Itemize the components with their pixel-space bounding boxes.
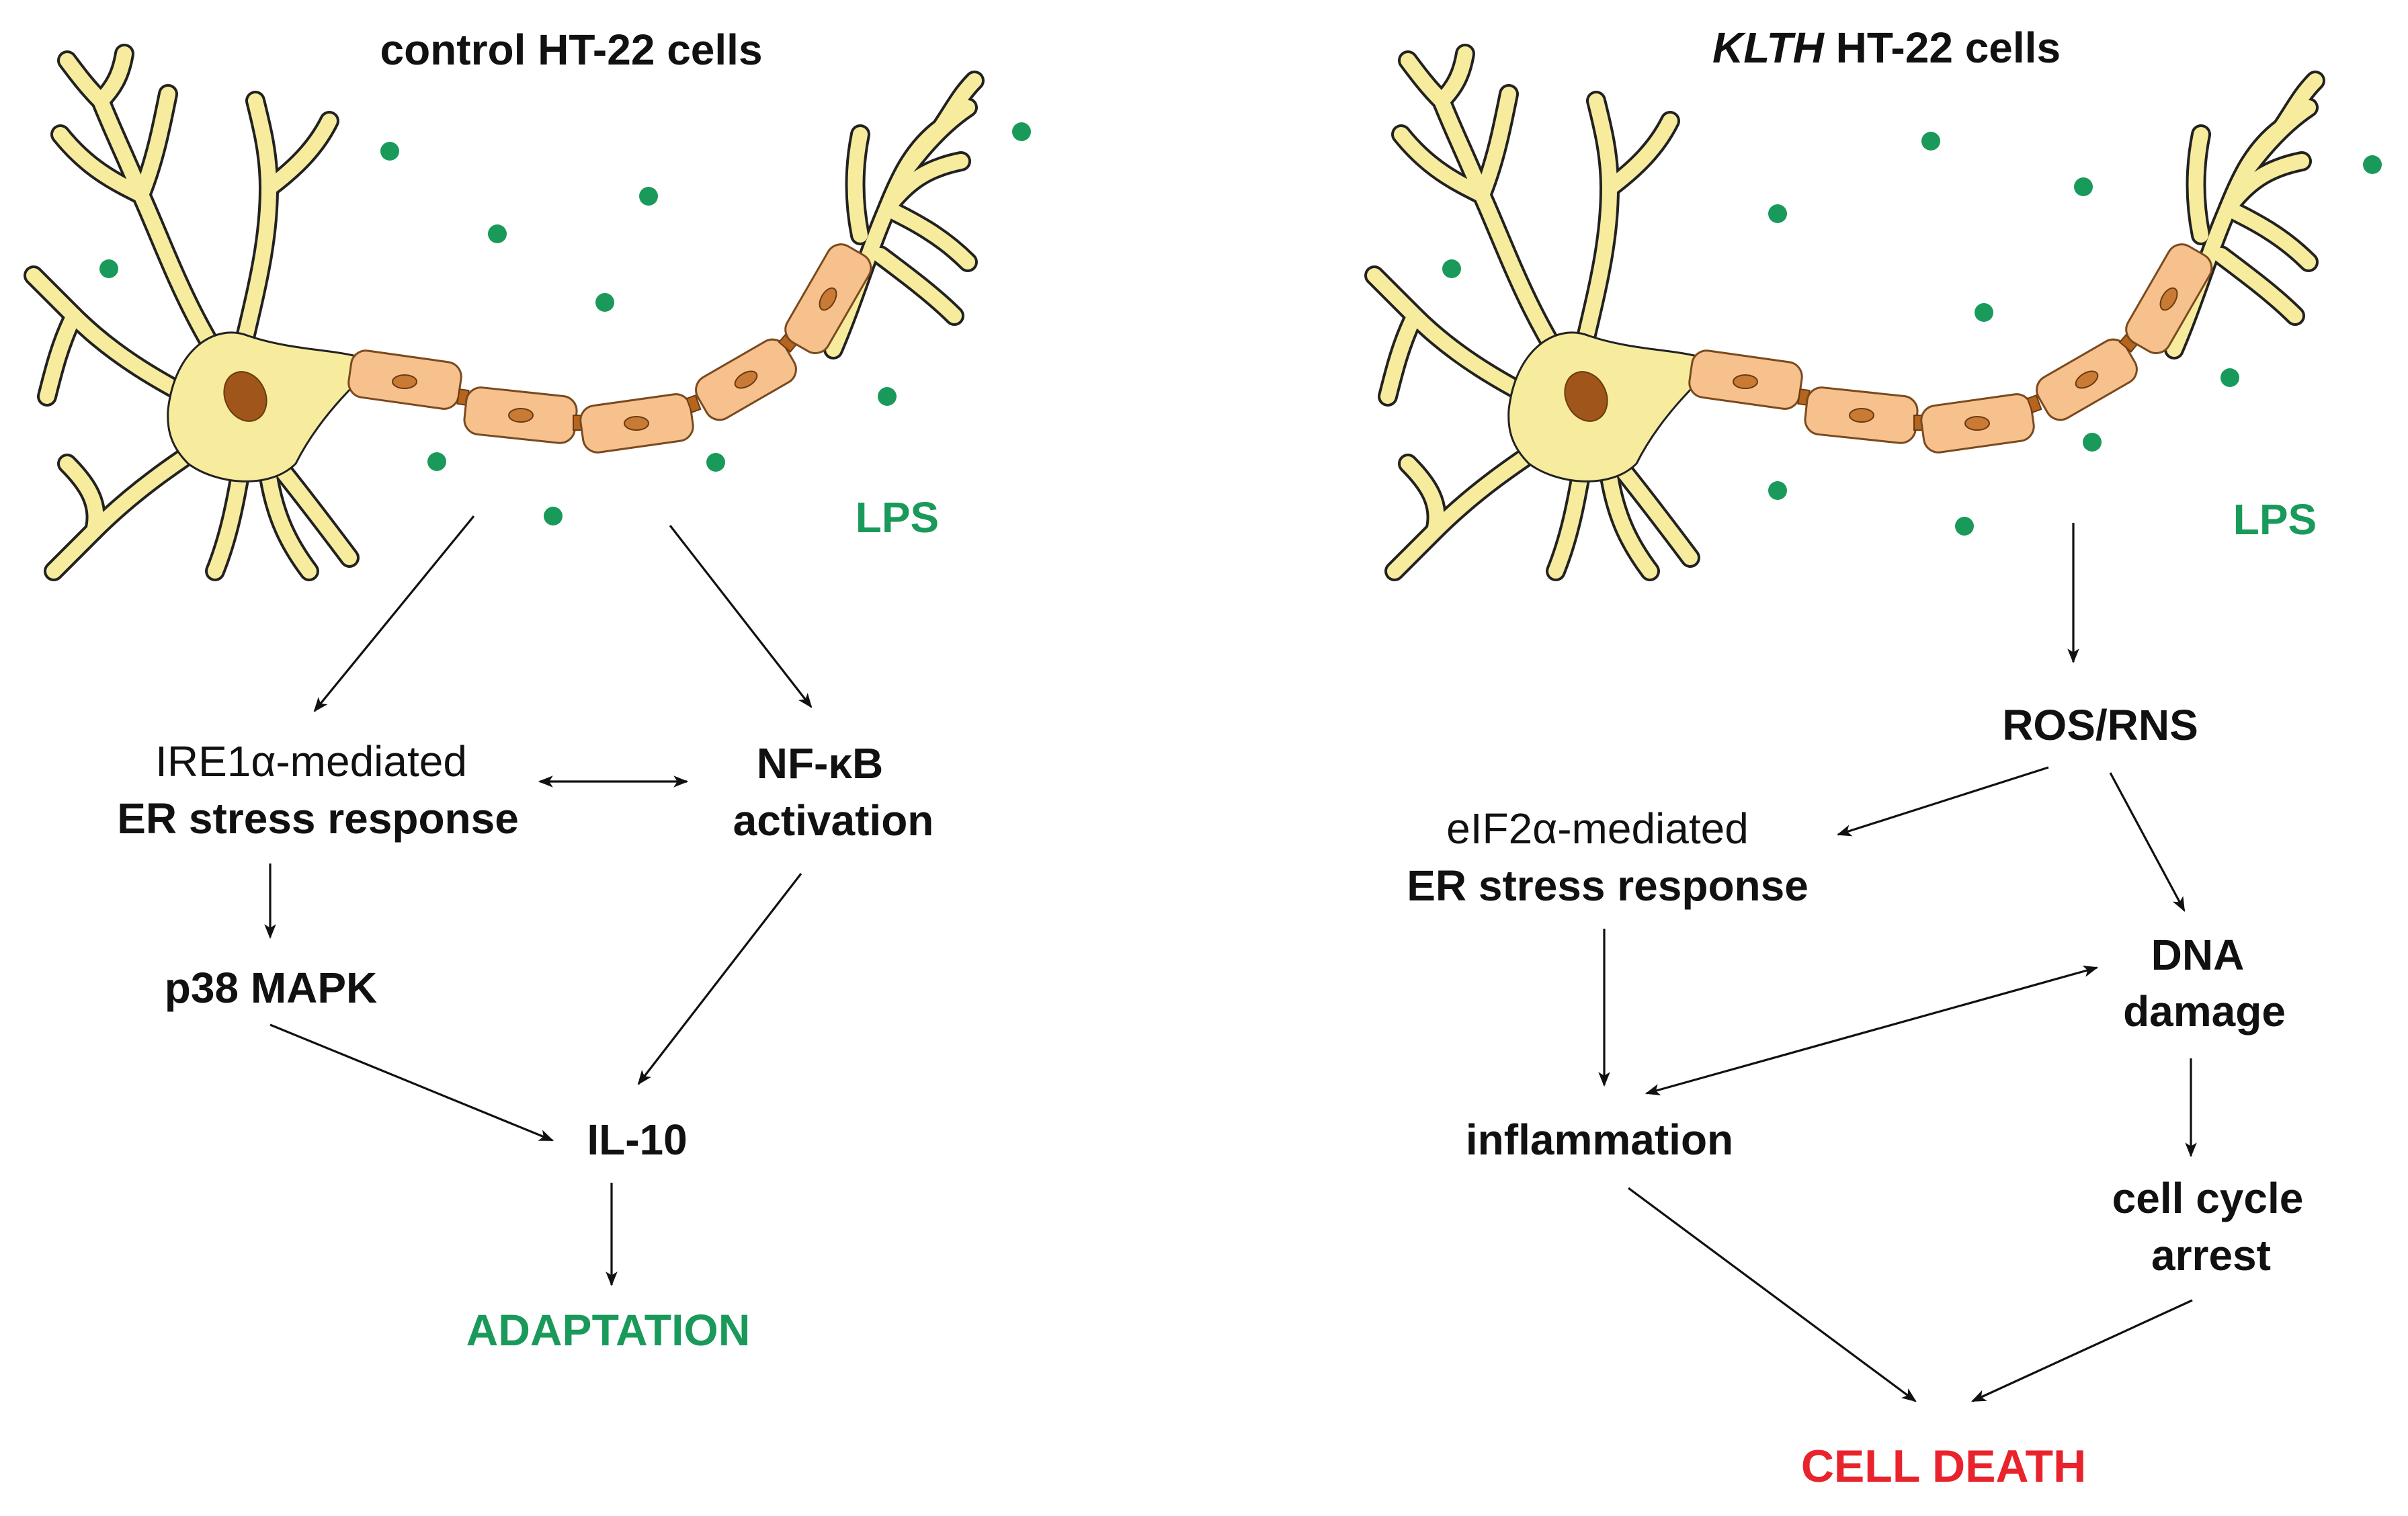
- ire1-label-line1: IRE1α-mediated: [155, 737, 467, 786]
- dna-label-line2: damage: [2123, 987, 2286, 1036]
- eif2-label-line1: eIF2α-mediated: [1446, 804, 1749, 853]
- eif2-label-line2: ER stress response: [1407, 861, 1809, 910]
- left-lps-dots: [99, 122, 1031, 525]
- dna-label-line1: DNA: [2151, 931, 2245, 979]
- right-neuron-illustration: [1374, 54, 2315, 571]
- arrow-nfkb-to-il10: [637, 873, 802, 1085]
- left-neuron-illustration: [34, 54, 974, 571]
- right-panel: KLTH HT-22 cells LPS ROS/RNS eIF2α-media…: [1374, 24, 2382, 1492]
- arrow-p38-to-il10: [269, 1023, 554, 1142]
- adaptation-label: ADAPTATION: [466, 1305, 751, 1355]
- inflammation-label: inflammation: [1466, 1115, 1733, 1164]
- right-title: KLTH HT-22 cells: [1712, 24, 2061, 72]
- right-lps-label: LPS: [2233, 495, 2317, 544]
- nfkb-label-line2: activation: [733, 796, 934, 845]
- right-title-rest: HT-22 cells: [1824, 24, 2061, 72]
- cellcycle-label-line2: arrest: [2151, 1231, 2271, 1279]
- nfkb-label-line1: NF-κB: [757, 739, 884, 788]
- right-lps-dots: [1442, 132, 2382, 536]
- arrow-lps-to-nfkb: [669, 525, 813, 708]
- arrow-cellcycle-to-death: [1971, 1299, 2193, 1402]
- right-title-italic: KLTH: [1712, 24, 1825, 72]
- arrow-ros-to-dna: [2109, 772, 2186, 912]
- arrow-ros-to-eif2: [1836, 766, 2049, 837]
- arrow-inflammation-to-death: [1628, 1187, 1917, 1402]
- left-title: control HT-22 cells: [380, 26, 762, 74]
- ros-label: ROS/RNS: [2002, 701, 2198, 749]
- il10-label: IL-10: [587, 1115, 687, 1164]
- arrow-lps-to-ire1: [313, 515, 475, 712]
- arrow-inflammation-dna-bidirectional: [1645, 965, 2099, 1096]
- ire1-label-line2: ER stress response: [117, 794, 519, 843]
- p38-label: p38 MAPK: [165, 964, 378, 1012]
- cellcycle-label-line1: cell cycle: [2112, 1174, 2304, 1222]
- left-lps-label: LPS: [856, 493, 939, 542]
- cell-death-label: CELL DEATH: [1801, 1441, 2086, 1492]
- left-panel: control HT-22 cells LPS IRE1α-mediated E…: [34, 26, 1031, 1355]
